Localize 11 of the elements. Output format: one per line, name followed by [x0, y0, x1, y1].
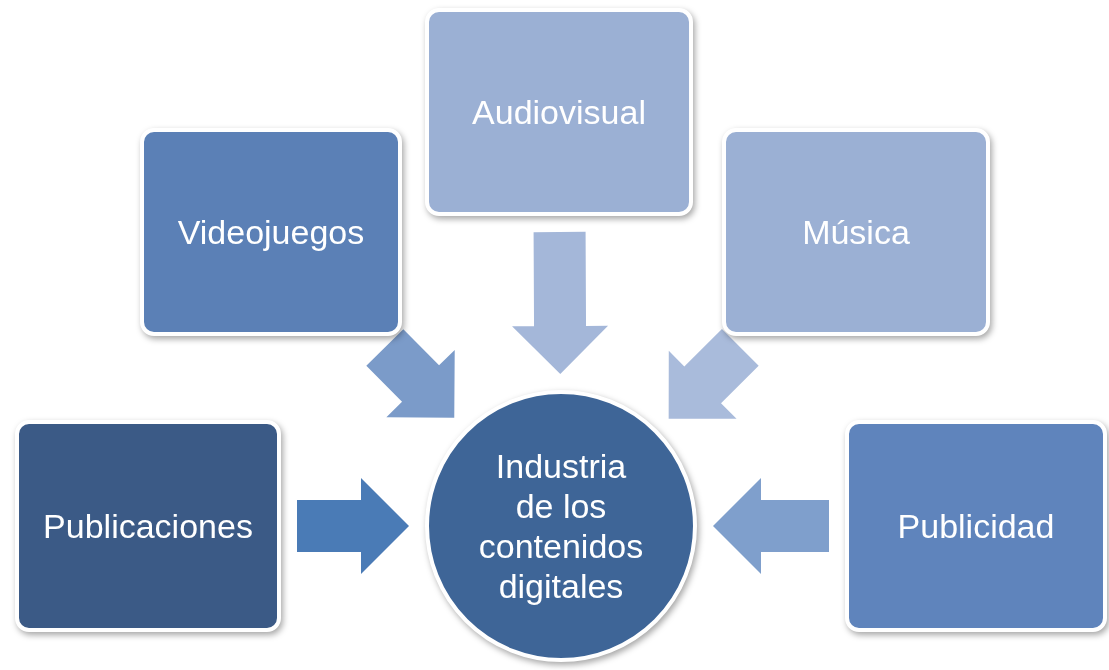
block-arrow	[366, 329, 455, 418]
block-arrow	[297, 478, 409, 574]
category-label: Audiovisual	[472, 91, 646, 133]
category-label: Música	[802, 211, 910, 253]
category-label: Publicaciones	[43, 505, 253, 547]
block-arrow	[713, 478, 829, 574]
hub-label: Industria de los contenidos digitales	[477, 445, 645, 607]
category-label: Videojuegos	[177, 211, 365, 253]
block-arrow	[668, 328, 759, 419]
block-arrow	[512, 231, 609, 374]
category-label: Publicidad	[897, 505, 1055, 547]
